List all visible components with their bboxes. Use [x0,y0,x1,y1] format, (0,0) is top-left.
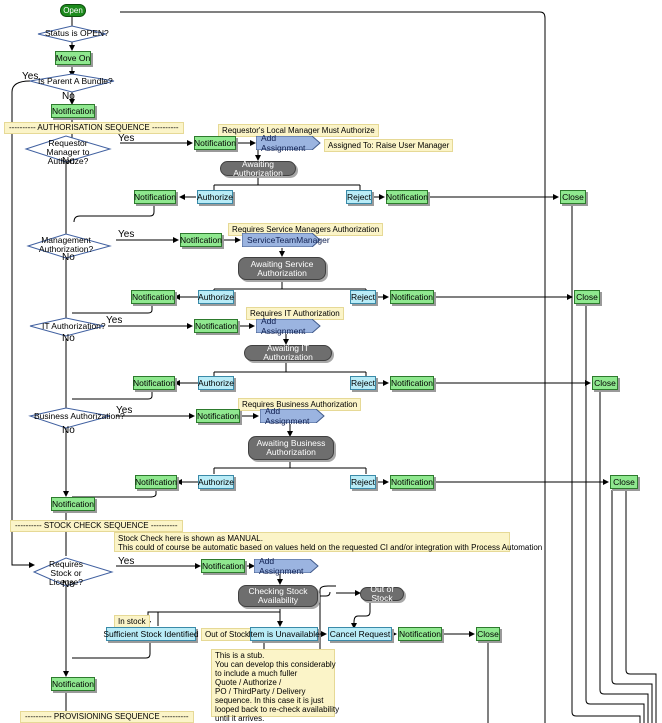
notification-node[interactable]: Notification [131,290,175,304]
notification-node[interactable]: Notification [51,104,95,118]
no-label: No [62,333,75,344]
move-on-node[interactable]: Move On [55,51,91,65]
awaiting-authorization-state: Awaiting Authorization [220,159,296,177]
requestor-manager-diamond [24,135,112,163]
it-diamond [29,317,105,337]
checking-stock-state: Checking Stock Availability [238,585,318,607]
management-diamond [26,233,112,259]
notification-node[interactable]: Notification [51,677,95,691]
notification-node[interactable]: Notification [398,627,442,641]
yes-label: Yes [118,133,135,144]
notification-node[interactable]: Notification [390,290,434,304]
notification-node[interactable]: Notification [193,136,237,150]
authorize-node[interactable]: Authorize [198,290,234,304]
awaiting-business-state: Awaiting Business Authorization [248,436,334,460]
stub-line: until it arrives. [215,714,265,723]
stub-line: This is a stub. [215,651,265,660]
assigned-to-note: Assigned To: Raise User Manager [324,139,454,152]
out-of-stock-state: Out of Stock [360,585,404,603]
status-open-diamond [37,25,107,43]
notification-node[interactable]: Notification [51,497,95,511]
no-label: No [62,425,75,436]
authorisation-section-header: ---------- AUTHORISATION SEQUENCE ------… [4,122,184,134]
add-assignment-node[interactable]: Add Assignment [261,316,305,336]
notification-node[interactable]: Notification [201,559,245,573]
service-team-manager-shape [242,233,321,247]
management-decision: Management Authorization? [38,235,94,254]
authorize-node[interactable]: Authorize [198,376,234,390]
add-assignment-node[interactable]: Add Assignment [265,406,309,426]
sufficient-stock-node[interactable]: Sufficient Stock Identified [103,627,199,641]
stub-line: to include a much fuller [215,669,298,678]
stock-decision: Requires Stock or License? [48,559,84,587]
add-assignment-arrow-shape [256,136,321,150]
notification-node[interactable]: Notification [134,475,178,489]
add-assignment-arrow-shape [254,559,319,573]
it-decision: IT Authorization? [42,321,106,331]
close-node[interactable]: Close [610,475,638,489]
yes-label: Yes [106,315,123,326]
close-node[interactable]: Close [574,290,600,304]
no-label: No [62,91,75,102]
stub-line: You can develop this considerably [215,660,336,669]
stock-diamond [32,557,114,587]
parent-bundle-diamond [29,73,115,93]
cancel-request-node[interactable]: Cancel Request [328,627,392,641]
authorize-node[interactable]: Authorize [198,475,234,489]
awaiting-service-state: Awaiting Service Authorization [238,257,326,280]
notification-node[interactable]: Notification [133,190,177,204]
no-label: No [62,252,75,263]
add-assignment-node[interactable]: Add Assignment [261,133,305,153]
stub-line: looped back to re-check availability [215,705,340,714]
notification-node[interactable]: Notification [194,319,238,333]
notification-node[interactable]: Notification [390,475,434,489]
reject-node[interactable]: Reject [350,475,376,489]
stock-manual-note: Stock Check here is shown as MANUAL. Thi… [114,532,543,552]
notification-node[interactable]: Notification [390,376,434,390]
no-label: No [62,156,75,167]
yes-label: Yes [22,71,39,82]
out-of-stock-label: Out of Stock [201,628,254,641]
close-node[interactable]: Close [560,190,586,204]
notification-node[interactable]: Notification [132,376,176,390]
add-assignment-arrow-shape [256,319,321,333]
reject-node[interactable]: Reject [346,190,372,204]
business-diamond [28,407,111,429]
provisioning-section-header: ---------- PROVISIONING SEQUENCE -------… [20,711,194,723]
stub-line: PO / ThirdParty / Delivery [215,687,306,696]
status-open-decision: Status is OPEN? [45,28,109,38]
service-team-manager-node[interactable]: ServiceTeamManager [247,235,330,245]
stock-manual-line-2: This could of course be automatic based … [118,543,543,552]
reject-node[interactable]: Reject [350,290,376,304]
business-decision: Business Authorization? [34,411,125,421]
parent-bundle-decision: Is Parent A Bundle? [38,76,113,86]
item-unavailable-node[interactable]: Item is Unavailable [248,627,320,641]
close-node[interactable]: Close [592,376,618,390]
stub-note: This is a stub. You can develop this con… [211,649,340,723]
stock-check-section-header: ---------- STOCK CHECK SEQUENCE --------… [10,520,183,532]
notification-node[interactable]: Notification [385,190,429,204]
yes-label: Yes [116,405,133,416]
stub-line: sequence. In this case it is just [215,696,324,705]
notification-node[interactable]: Notification [179,233,223,247]
authorize-node[interactable]: Authorize [197,190,233,204]
start-terminal[interactable]: Open [60,4,86,17]
add-assignment-node[interactable]: Add Assignment [259,556,303,576]
add-assignment-arrow-shape [260,409,325,423]
close-node[interactable]: Close [476,627,500,641]
yes-label: Yes [118,229,135,240]
requestor-manager-decision: Requestor Manager to Authorize? [46,138,90,166]
no-label: No [62,579,75,590]
awaiting-it-state: Awaiting IT Authorization [244,344,332,362]
stub-line: Quote / Authorize / [215,678,282,687]
stock-manual-line-1: Stock Check here is shown as MANUAL. [118,534,263,543]
notification-node[interactable]: Notification [196,409,240,423]
reject-node[interactable]: Reject [350,376,376,390]
yes-label: Yes [118,556,135,567]
